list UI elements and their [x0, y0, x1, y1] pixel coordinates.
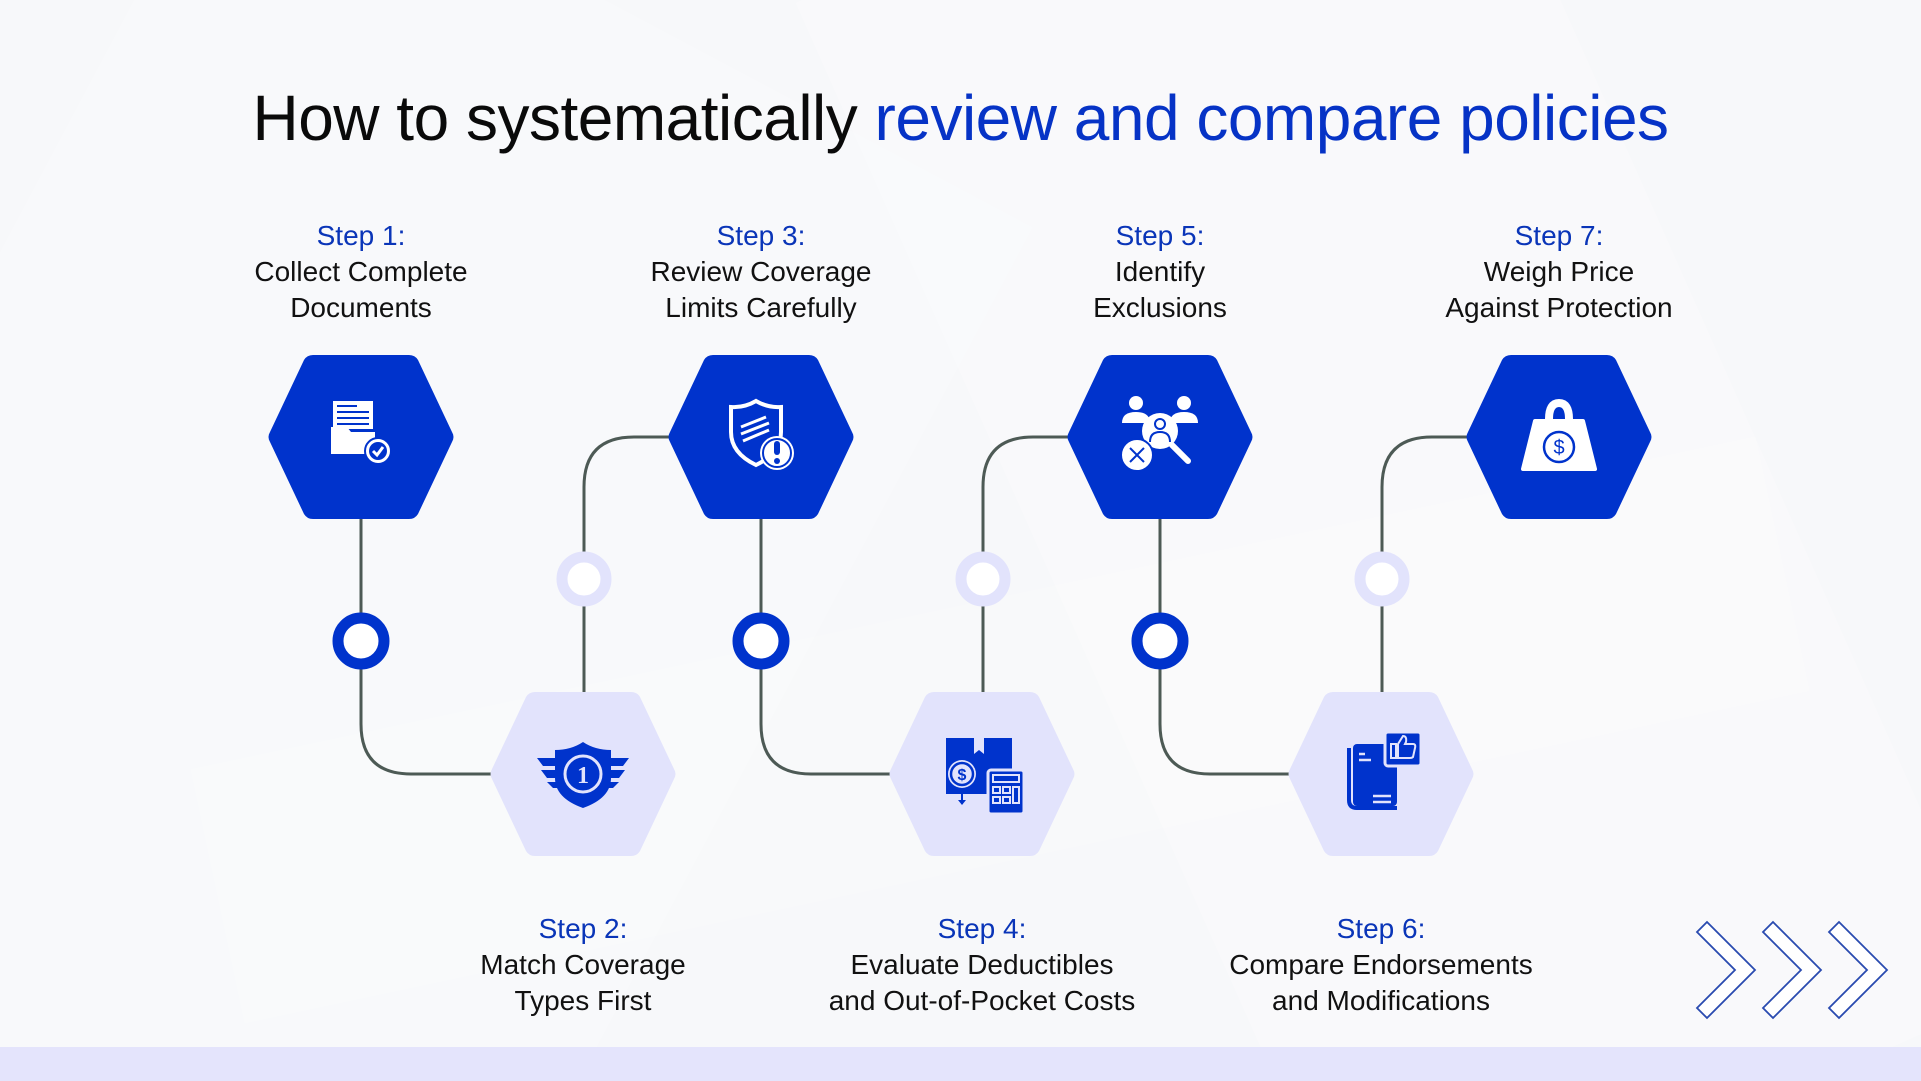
people-search-exclude-icon	[1120, 396, 1198, 472]
step-2-number: Step 2:	[538, 913, 628, 944]
step-4-label: Step 4: Evaluate Deductibles and Out-of-…	[792, 911, 1172, 1019]
step-2-title-line1: Match Coverage	[480, 949, 686, 980]
svg-text:1: 1	[577, 763, 589, 789]
step-3-title-line2: Limits Carefully	[665, 292, 857, 323]
document-folder-check-icon	[331, 401, 392, 465]
blue-ring-1	[332, 612, 390, 670]
bottom-band	[0, 1047, 1921, 1081]
title-prefix: How to systematically	[252, 82, 858, 154]
triple-chevron-right-icon	[1695, 920, 1889, 1020]
step-5-title-line2: Exclusions	[1093, 292, 1227, 323]
step-2-hexagon: 1	[490, 692, 676, 856]
winged-shield-badge-icon: 1	[537, 742, 629, 808]
step-4-hexagon: $	[889, 692, 1075, 856]
step-5-label: Step 5: Identify Exclusions	[970, 218, 1350, 326]
step-1-title-line2: Documents	[290, 292, 432, 323]
connector-5-6	[1158, 518, 1291, 776]
document-thumbs-up-icon	[1347, 730, 1423, 810]
blue-ring-5	[1131, 612, 1189, 670]
step-7-title-line2: Against Protection	[1445, 292, 1673, 323]
light-ring-2	[556, 551, 612, 607]
step-6-title-line2: and Modifications	[1272, 985, 1490, 1016]
step-4-number: Step 4:	[937, 913, 1027, 944]
light-ring-4	[955, 551, 1011, 607]
step-6-title-line1: Compare Endorsements	[1229, 949, 1533, 980]
connector-4-5	[981, 435, 1069, 692]
light-ring-6	[1354, 551, 1410, 607]
step-1-label: Step 1: Collect Complete Documents	[171, 218, 551, 326]
box-dollar-calculator-icon: $	[946, 738, 1026, 816]
step-1-number: Step 1:	[316, 220, 406, 251]
step-3-hexagon	[668, 355, 854, 519]
step-3-label: Step 3: Review Coverage Limits Carefully	[571, 218, 951, 326]
step-7-label: Step 7: Weigh Price Against Protection	[1369, 218, 1749, 326]
page-title: How to systematically review and compare…	[0, 76, 1921, 160]
step-7-number: Step 7:	[1514, 220, 1604, 251]
connector-2-3	[582, 435, 670, 692]
step-4-title-line1: Evaluate Deductibles	[850, 949, 1114, 980]
milestone-dots	[332, 551, 1410, 670]
shield-alert-icon	[729, 398, 794, 470]
step-1-hexagon	[268, 355, 454, 519]
step-6-hexagon	[1288, 692, 1474, 856]
step-3-number: Step 3:	[716, 220, 806, 251]
step-5-number: Step 5:	[1115, 220, 1205, 251]
step-7-hexagon: $	[1466, 355, 1652, 519]
connector-6-7	[1380, 435, 1468, 692]
step-6-label: Step 6: Compare Endorsements and Modific…	[1191, 911, 1571, 1019]
blue-ring-3	[732, 612, 790, 670]
step-5-hexagon	[1067, 355, 1253, 519]
step-5-title-line1: Identify	[1114, 256, 1206, 287]
connector-1-2	[359, 518, 492, 776]
step-7-title-line1: Weigh Price	[1483, 256, 1635, 287]
step-4-title-line2: and Out-of-Pocket Costs	[828, 985, 1136, 1016]
connector-3-4	[759, 518, 892, 776]
step-2-title-line2: Types First	[514, 985, 652, 1016]
step-3-title-line1: Review Coverage	[650, 256, 872, 287]
title-accent: review and compare policies	[874, 82, 1670, 154]
dollar-weight-icon: $	[1521, 398, 1597, 471]
step-2-label: Step 2: Match Coverage Types First	[393, 911, 773, 1019]
step-1-title-line1: Collect Complete	[254, 256, 468, 287]
svg-text:$: $	[958, 767, 967, 784]
connectors	[359, 435, 1468, 776]
svg-text:$: $	[1553, 437, 1564, 459]
step-6-number: Step 6:	[1336, 913, 1426, 944]
